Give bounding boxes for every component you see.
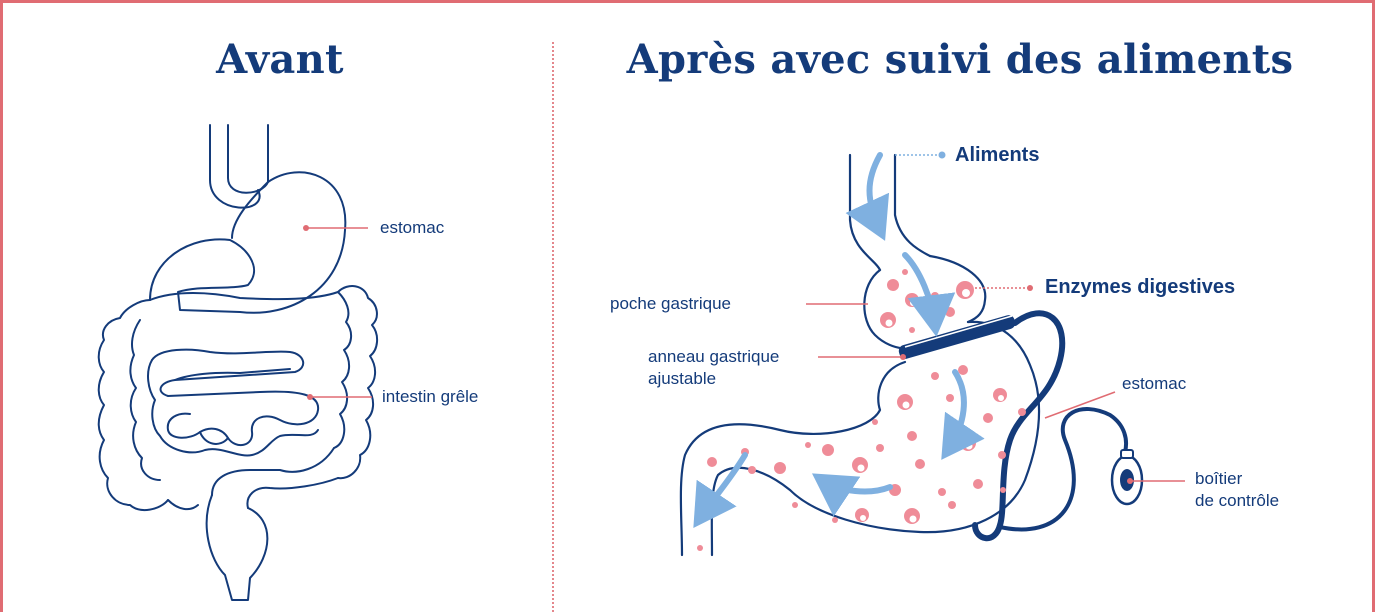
label-gastric-pouch: poche gastrique	[610, 293, 731, 315]
label-before-small-intestine: intestin grêle	[382, 386, 478, 408]
before-small-intestine	[148, 350, 318, 456]
after-esophagus	[850, 155, 930, 270]
enzyme-droplets	[696, 269, 1026, 551]
label-digestive-enzymes: Enzymes digestives	[1045, 275, 1235, 299]
before-rectum	[168, 495, 267, 600]
before-stomach	[150, 125, 345, 313]
label-control-box-line2: de contrôle	[1195, 490, 1279, 512]
after-leaders	[806, 152, 1185, 485]
control-box	[1112, 450, 1142, 504]
before-leaders	[303, 225, 372, 400]
label-gastric-band-line1: anneau gastrique	[648, 346, 779, 368]
label-after-stomach: estomac	[1122, 373, 1186, 395]
gastric-band	[897, 314, 1016, 361]
label-gastric-band-line2: ajustable	[648, 368, 716, 390]
label-food: Aliments	[955, 143, 1039, 167]
label-control-box-line1: boîtier	[1195, 468, 1242, 490]
before-anatomy	[99, 125, 377, 600]
label-before-stomach: estomac	[380, 217, 444, 239]
before-large-intestine	[99, 286, 377, 510]
